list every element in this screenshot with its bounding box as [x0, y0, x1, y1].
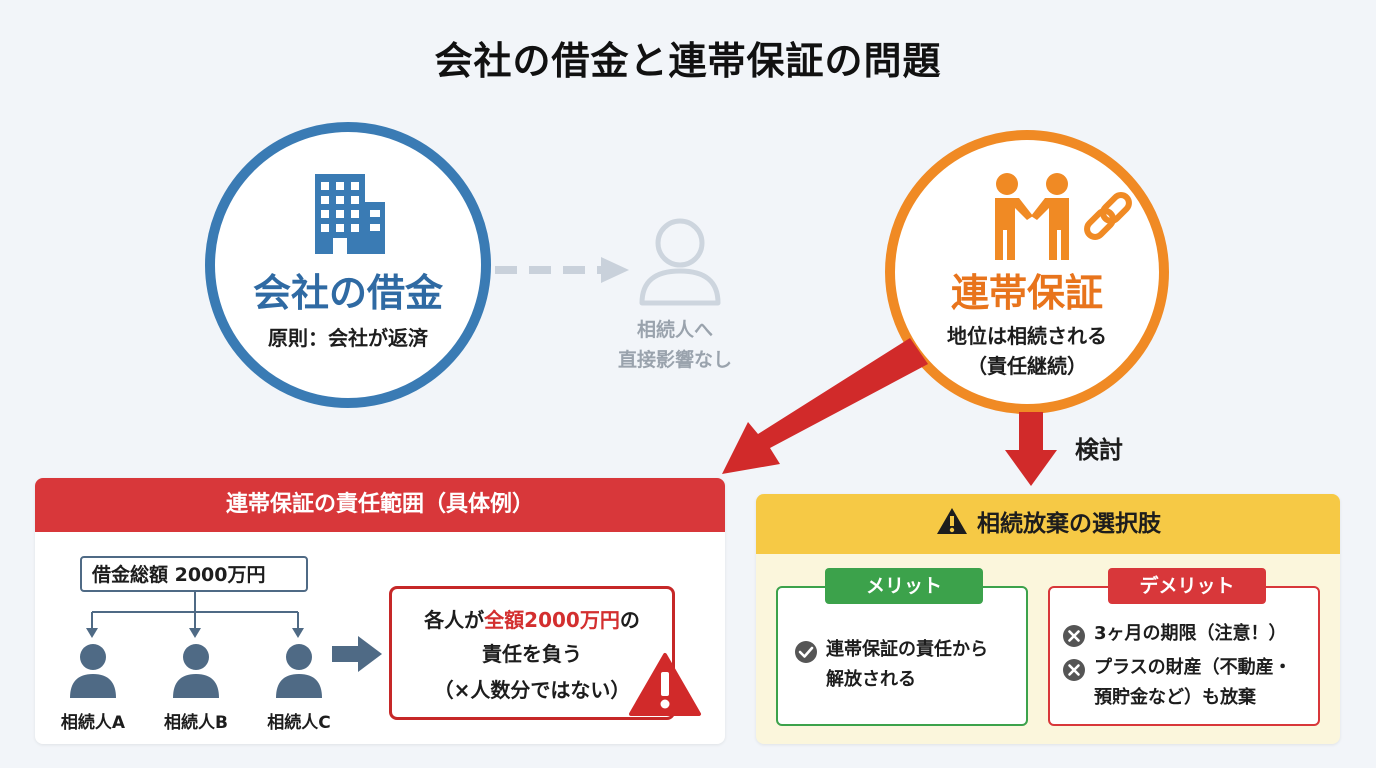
heir-note-line1: 相続人へ	[636, 319, 713, 341]
total-debt-box: 借金総額 2000万円	[80, 556, 308, 592]
building-icon	[315, 174, 385, 254]
merit-item-line1: 連帯保証の責任から	[826, 639, 988, 660]
demerit-item2-line2: 預貯金など）も放棄	[1094, 687, 1256, 708]
demerit-tag: デメリット	[1108, 568, 1266, 604]
merit-item-line2: 解放される	[826, 669, 916, 690]
guarantee-heading: 連帯保証	[950, 271, 1103, 315]
scope-panel-header: 連帯保証の責任範囲（具体例）	[35, 478, 725, 532]
handshake-chain-icon	[995, 173, 1132, 260]
responsibility-box: 各人が全額2000万円の 責任を負う （×人数分ではない）	[389, 586, 675, 720]
company-debt-heading: 会社の借金	[252, 271, 443, 315]
check-circle-icon	[795, 641, 817, 663]
heir-a-label: 相続人A	[60, 713, 126, 733]
red-down-arrow-icon	[1005, 412, 1057, 486]
x-circle-icon	[1063, 625, 1085, 647]
caution-icon	[937, 508, 967, 534]
heir-note-line2: 直接影響なし	[617, 349, 732, 371]
page-title: 会社の借金と連帯保証の問題	[434, 39, 942, 83]
responsibility-suffix: の	[619, 608, 640, 632]
merit-box: 連帯保証の責任から 解放される	[776, 586, 1028, 726]
responsibility-line3: （×人数分ではない）	[433, 678, 631, 702]
heir-a-person-icon	[70, 644, 116, 698]
demerit-item1: 3ヶ月の期限（注意！）	[1094, 623, 1287, 644]
warning-triangle-icon	[629, 653, 701, 716]
x-circle-icon	[1063, 659, 1085, 681]
responsibility-line1: 各人が全額2000万円の	[392, 605, 672, 635]
guarantee-sub1: 地位は相続される	[947, 324, 1107, 348]
branch-lines-icon	[86, 592, 304, 638]
heir-b-label: 相続人B	[164, 713, 228, 733]
demerit-box: 3ヶ月の期限（注意！） プラスの財産（不動産・ 預貯金など）も放棄	[1048, 586, 1320, 726]
heir-c-label: 相続人C	[267, 713, 331, 733]
heir-note: 相続人へ 直接影響なし	[590, 315, 760, 375]
responsibility-prefix: 各人が	[424, 608, 485, 632]
company-debt-sub: 原則：会社が返済	[268, 326, 428, 350]
heir-b-person-icon	[173, 644, 219, 698]
demerit-item2-line1: プラスの財産（不動産・	[1094, 657, 1292, 678]
responsibility-line2: 責任を負う	[482, 642, 582, 666]
person-outline-icon	[639, 218, 721, 306]
company-debt-circle: 会社の借金 原則：会社が返済	[205, 122, 491, 408]
guarantee-sub2: （責任継続）	[967, 354, 1087, 378]
renunciation-panel-header: 相続放棄の選択肢	[756, 494, 1340, 554]
consider-label: 検討	[1075, 436, 1123, 464]
renunciation-panel-title: 相続放棄の選択肢	[977, 511, 1161, 537]
red-diagonal-arrow-icon	[722, 338, 928, 474]
guarantee-circle: 連帯保証 地位は相続される （責任継続）	[885, 130, 1169, 414]
responsibility-amount: 全額2000万円	[484, 608, 620, 632]
merit-tag: メリット	[825, 568, 983, 604]
dashed-arrow-icon	[495, 257, 629, 283]
right-arrow-icon	[332, 636, 382, 672]
heir-c-person-icon	[276, 644, 322, 698]
